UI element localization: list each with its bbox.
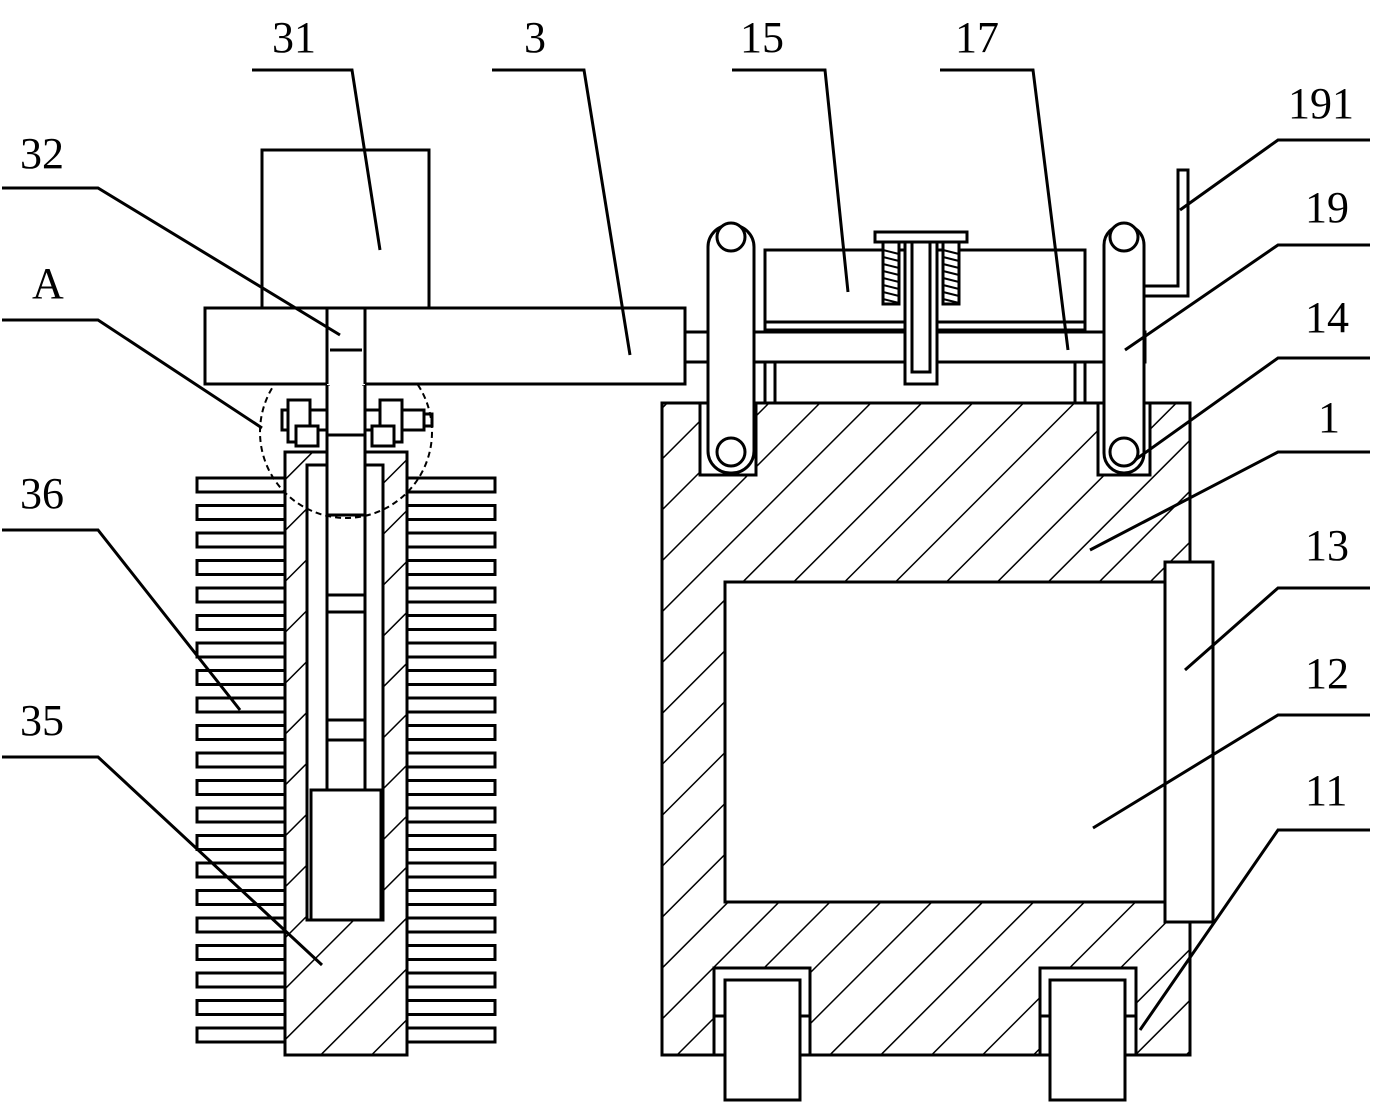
bristle-fin: [405, 999, 497, 1016]
bristle-fin: [195, 779, 287, 796]
bristle-fin: [195, 641, 287, 659]
belt-posts: [706, 221, 1146, 475]
bristle-fin: [195, 504, 287, 521]
bristle-fin: [405, 806, 497, 824]
bristle-fin: [195, 476, 287, 494]
bristle-fin: [405, 696, 497, 714]
clamp-springs: [873, 230, 969, 386]
label-35: 35: [20, 696, 64, 745]
spring-coil: [942, 277, 960, 283]
bristle-fin: [195, 806, 287, 824]
spring-coil: [942, 298, 960, 304]
label-17: 17: [955, 13, 999, 62]
bristle-fin: [405, 861, 497, 879]
bristle-fin: [195, 971, 287, 989]
bristle-fin: [195, 696, 287, 714]
bristle-fin: [195, 586, 287, 604]
spring-coil: [882, 291, 900, 297]
bristle-fin: [195, 889, 287, 906]
bristle-fin: [195, 559, 287, 576]
spring-coil: [882, 256, 900, 262]
spring-coil: [942, 270, 960, 276]
bristle-fin: [405, 531, 497, 549]
bristle-fin: [405, 889, 497, 906]
arm: [203, 306, 687, 386]
spring-coil: [942, 263, 960, 269]
bristle-fin: [195, 861, 287, 879]
label-191: 191: [1288, 79, 1354, 128]
bristle-fin: [195, 944, 287, 961]
spring-coil: [942, 249, 960, 255]
label-36: 36: [20, 469, 64, 518]
bristle-fin: [405, 971, 497, 989]
bristle-fin: [405, 669, 497, 686]
left-assembly: [195, 148, 687, 1057]
label-a: A: [32, 259, 64, 308]
spring-coil: [882, 270, 900, 276]
spring-coil: [882, 298, 900, 304]
bristle-fin: [405, 751, 497, 769]
right-assembly: [660, 168, 1215, 1102]
label-19: 19: [1305, 183, 1349, 232]
bristle-fin: [405, 586, 497, 604]
bristle-fin: [405, 476, 497, 494]
spring-coil: [882, 249, 900, 255]
spring-coil: [942, 256, 960, 262]
bristle-fin: [195, 1026, 287, 1044]
bristle-fin: [405, 614, 497, 631]
bristle-fin: [405, 916, 497, 934]
frame-body: [660, 401, 1215, 1057]
label-3: 3: [524, 13, 546, 62]
bristle-fin: [405, 559, 497, 576]
spring-coil: [882, 277, 900, 283]
spring-coil: [942, 291, 960, 297]
label-1: 1: [1318, 393, 1340, 442]
bristle-fin: [195, 751, 287, 769]
bristle-fin: [405, 779, 497, 796]
spring-coil: [882, 263, 900, 269]
label-14: 14: [1305, 293, 1349, 342]
label-32: 32: [20, 129, 64, 178]
bristle-fin: [405, 944, 497, 961]
bristle-fin: [195, 531, 287, 549]
label-31: 31: [272, 13, 316, 62]
labels: 31 3 15 17 191 32 19 A 14 1 36 13 35 12 …: [20, 13, 1354, 815]
bristle-fin: [405, 834, 497, 851]
label-15: 15: [740, 13, 784, 62]
bristle-fin: [405, 504, 497, 521]
spring-coil: [942, 284, 960, 290]
wheels: [712, 966, 1138, 1102]
spring-coil: [882, 284, 900, 290]
leader-lines: [2, 68, 1370, 1031]
label-11: 11: [1305, 766, 1347, 815]
bristle-fin: [405, 641, 497, 659]
label-13: 13: [1305, 521, 1349, 570]
bristle-fin: [195, 999, 287, 1016]
bristle-fin: [195, 614, 287, 631]
bristle-fin: [405, 724, 497, 741]
label-12: 12: [1305, 649, 1349, 698]
bristle-fin: [195, 724, 287, 741]
crank-handle: [1142, 168, 1190, 298]
bristle-fin: [195, 834, 287, 851]
bristle-fin: [405, 1026, 497, 1044]
motor-box: [260, 148, 431, 310]
